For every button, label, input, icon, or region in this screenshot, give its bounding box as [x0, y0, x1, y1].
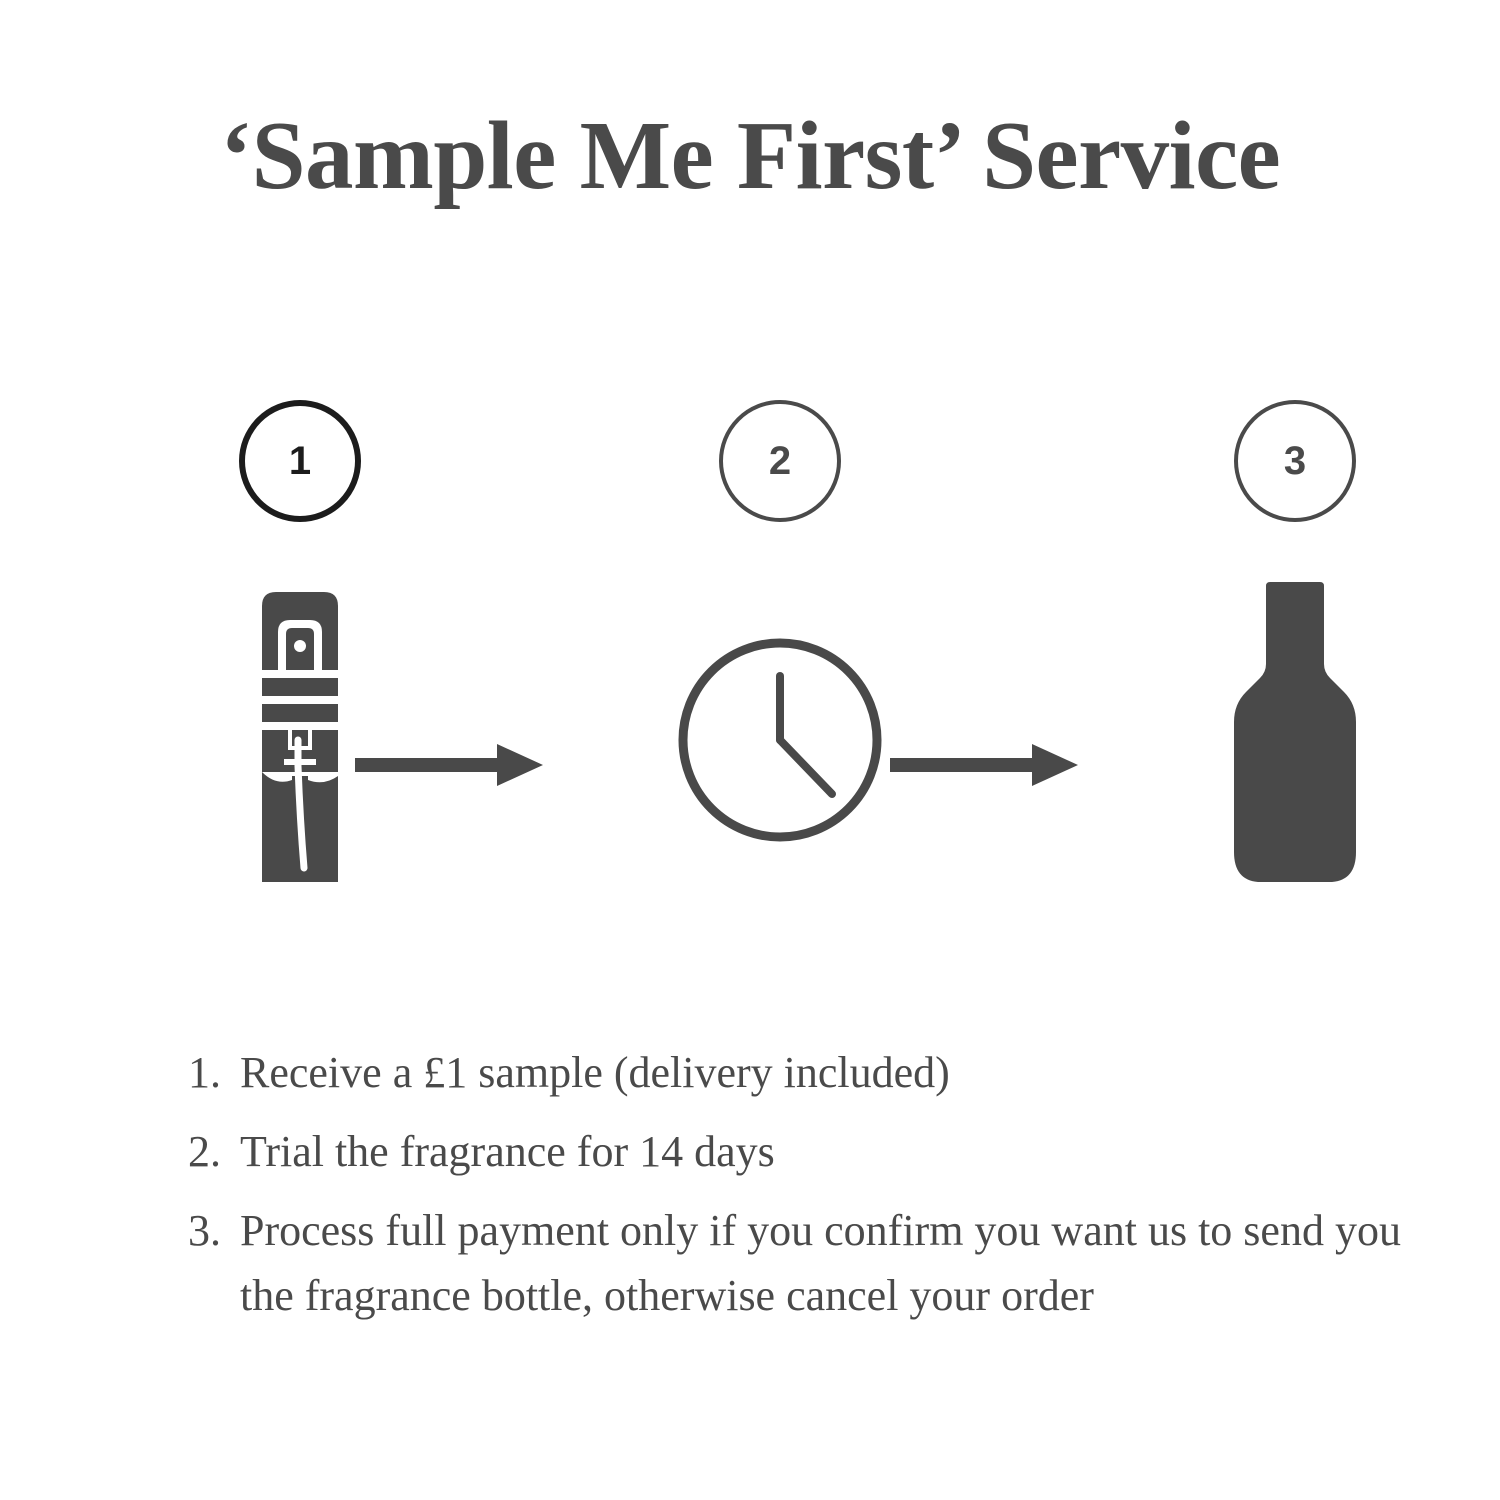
- step-3: 3: [1175, 400, 1415, 920]
- list-item-text: Receive a £1 sample (delivery included): [240, 1048, 950, 1097]
- list-item-text: Trial the fragrance for 14 days: [240, 1127, 775, 1177]
- step-2-artwork: [660, 570, 900, 910]
- step-2: 2: [660, 400, 900, 920]
- clock-icon: [678, 638, 882, 842]
- list-item-marker: 1.: [188, 1048, 221, 1097]
- list-item-marker: 2.: [188, 1127, 221, 1177]
- steps-row: 1: [150, 400, 1356, 920]
- step-1-artwork: [180, 570, 420, 910]
- step-1: 1: [180, 400, 420, 920]
- arrow-right-icon: [890, 744, 1078, 786]
- step-3-number-badge: 3: [1234, 400, 1356, 522]
- arrow-right-icon: [355, 744, 543, 786]
- steps-description-list: 1. Receive a £1 sample (delivery include…: [188, 1040, 1408, 1342]
- connector-arrow-2: [890, 740, 1090, 790]
- list-item: 3. Process full payment only if you conf…: [188, 1198, 1408, 1328]
- step-2-number-badge: 2: [719, 400, 841, 522]
- fragrance-bottle-icon: [1234, 582, 1356, 882]
- step-1-number-badge: 1: [239, 400, 361, 522]
- sample-vial-icon: [262, 592, 338, 882]
- page-title: ‘Sample Me First’ Service: [219, 102, 1281, 209]
- list-item: 1. Receive a £1 sample (delivery include…: [188, 1040, 1408, 1105]
- connector-arrow-1: [355, 740, 555, 790]
- list-item-text: Process full payment only if you confirm…: [240, 1206, 1401, 1321]
- list-item-marker: 3.: [188, 1206, 221, 1256]
- step-3-artwork: [1175, 570, 1415, 910]
- list-item: 2. Trial the fragrance for 14 days: [188, 1119, 1408, 1184]
